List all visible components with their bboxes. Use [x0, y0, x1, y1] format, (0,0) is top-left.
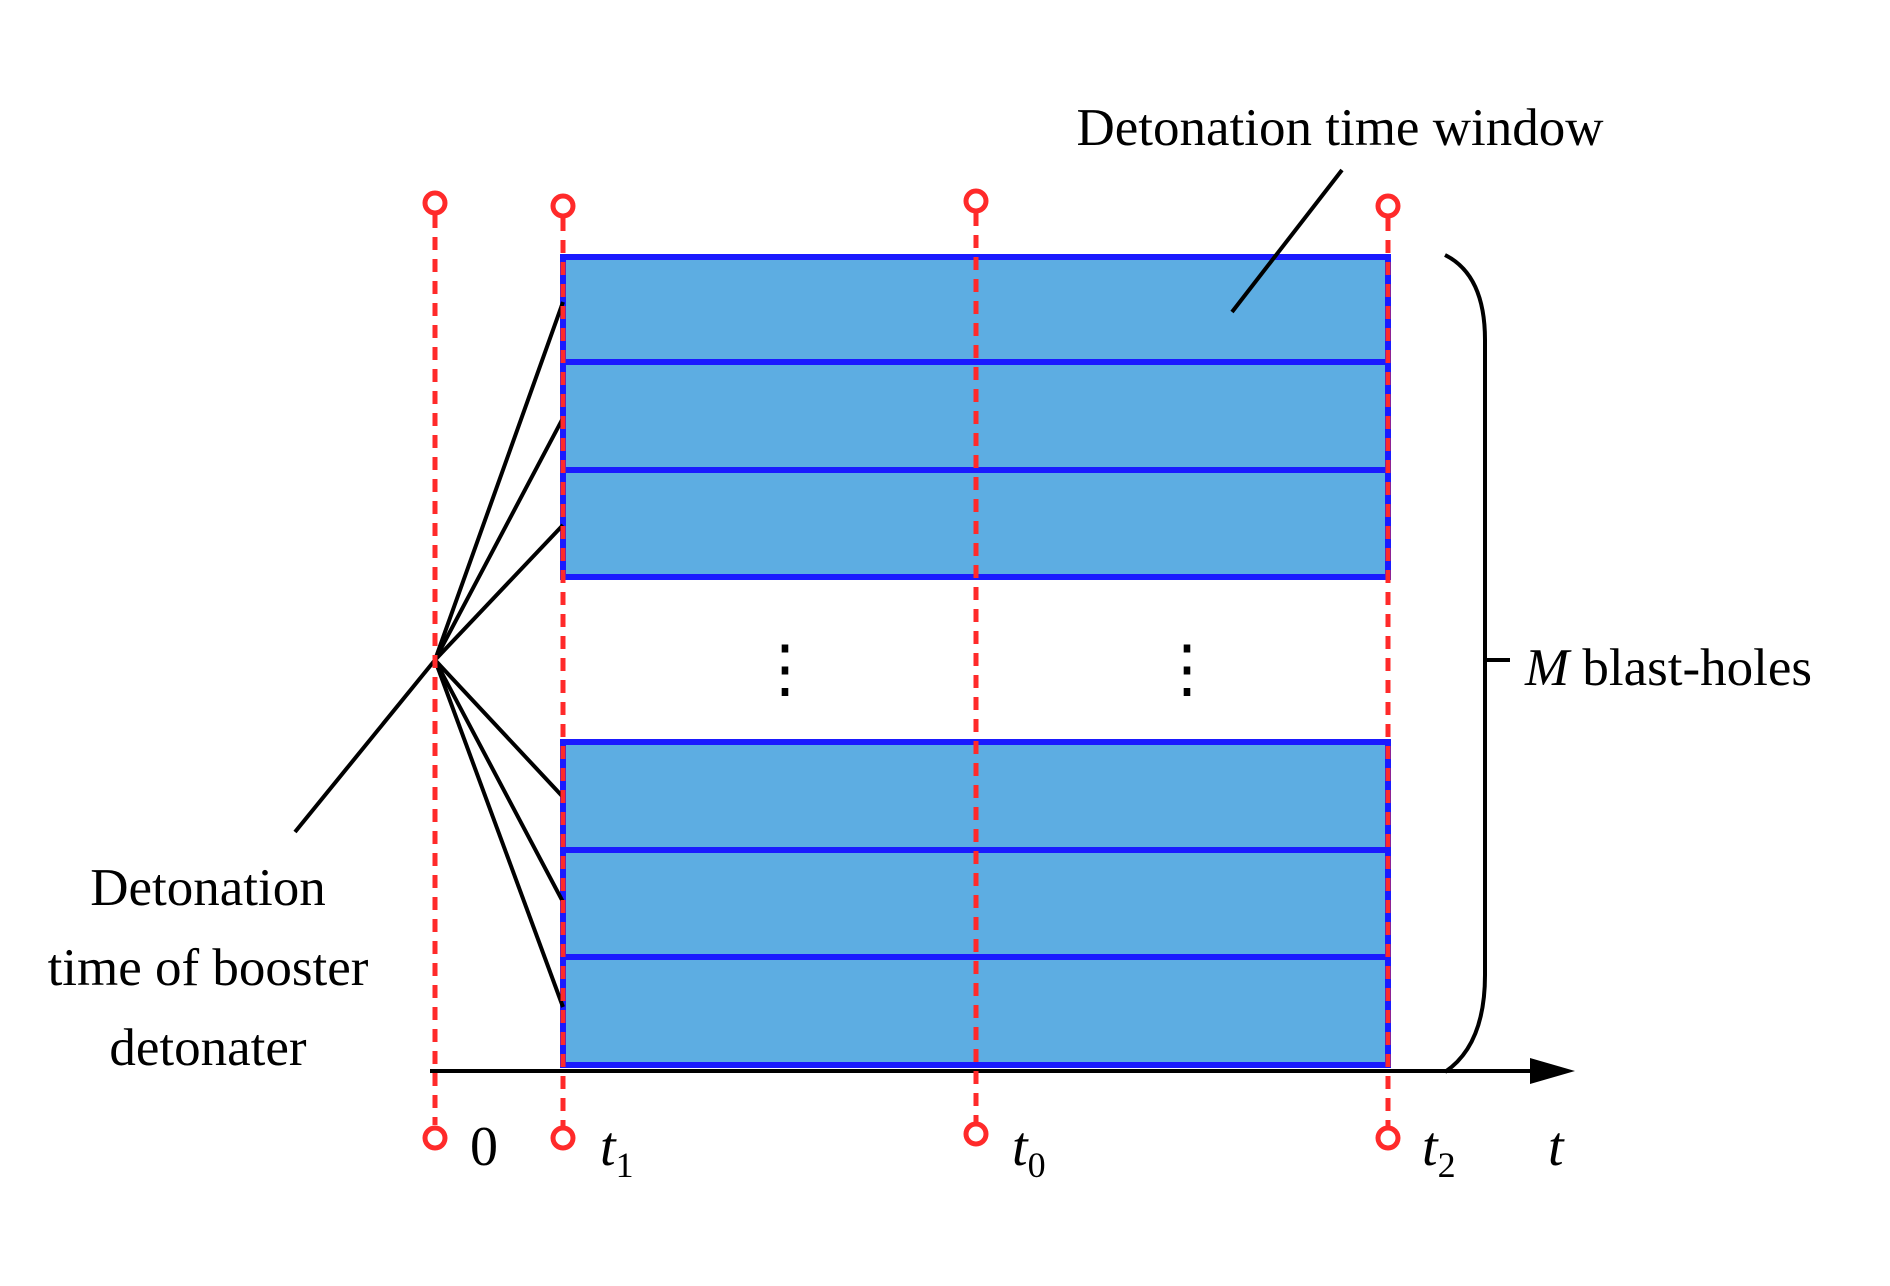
marker-zero [422, 190, 448, 1151]
tick-label-t2: t2 [1422, 1116, 1456, 1185]
time-axis-arrowhead [1530, 1058, 1575, 1084]
tick-label-zero: 0 [470, 1116, 498, 1178]
axis-label-t: t [1548, 1116, 1565, 1178]
booster-label-line2: time of booster [48, 939, 369, 997]
connector-line [433, 658, 565, 799]
tick-label-t0: t0 [1012, 1116, 1046, 1185]
marker-t0 [963, 188, 989, 1147]
blast-holes-brace [1443, 253, 1487, 1074]
marker-t1 [550, 193, 576, 1151]
time-axis [430, 1058, 1575, 1084]
time-markers [422, 188, 1401, 1151]
marker-t2 [1375, 193, 1401, 1151]
booster-leader-line [293, 658, 437, 834]
connector-lines [293, 168, 1344, 1008]
connector-line [433, 659, 565, 1008]
connector-line [433, 417, 565, 661]
connector-line [433, 301, 565, 661]
connector-line [433, 523, 565, 662]
ellipsis-left: ⋮ [753, 633, 817, 704]
holes-label: M blast-holes [1524, 639, 1812, 697]
window-leader-line [1230, 168, 1344, 314]
ellipsis-right: ⋮ [1155, 633, 1219, 704]
tick-label-t1: t1 [600, 1116, 634, 1185]
booster-label-line3: detonater [109, 1019, 307, 1077]
window-label: Detonation time window [1077, 99, 1605, 157]
booster-label-line1: Detonation [90, 859, 326, 917]
connector-line [433, 659, 565, 903]
